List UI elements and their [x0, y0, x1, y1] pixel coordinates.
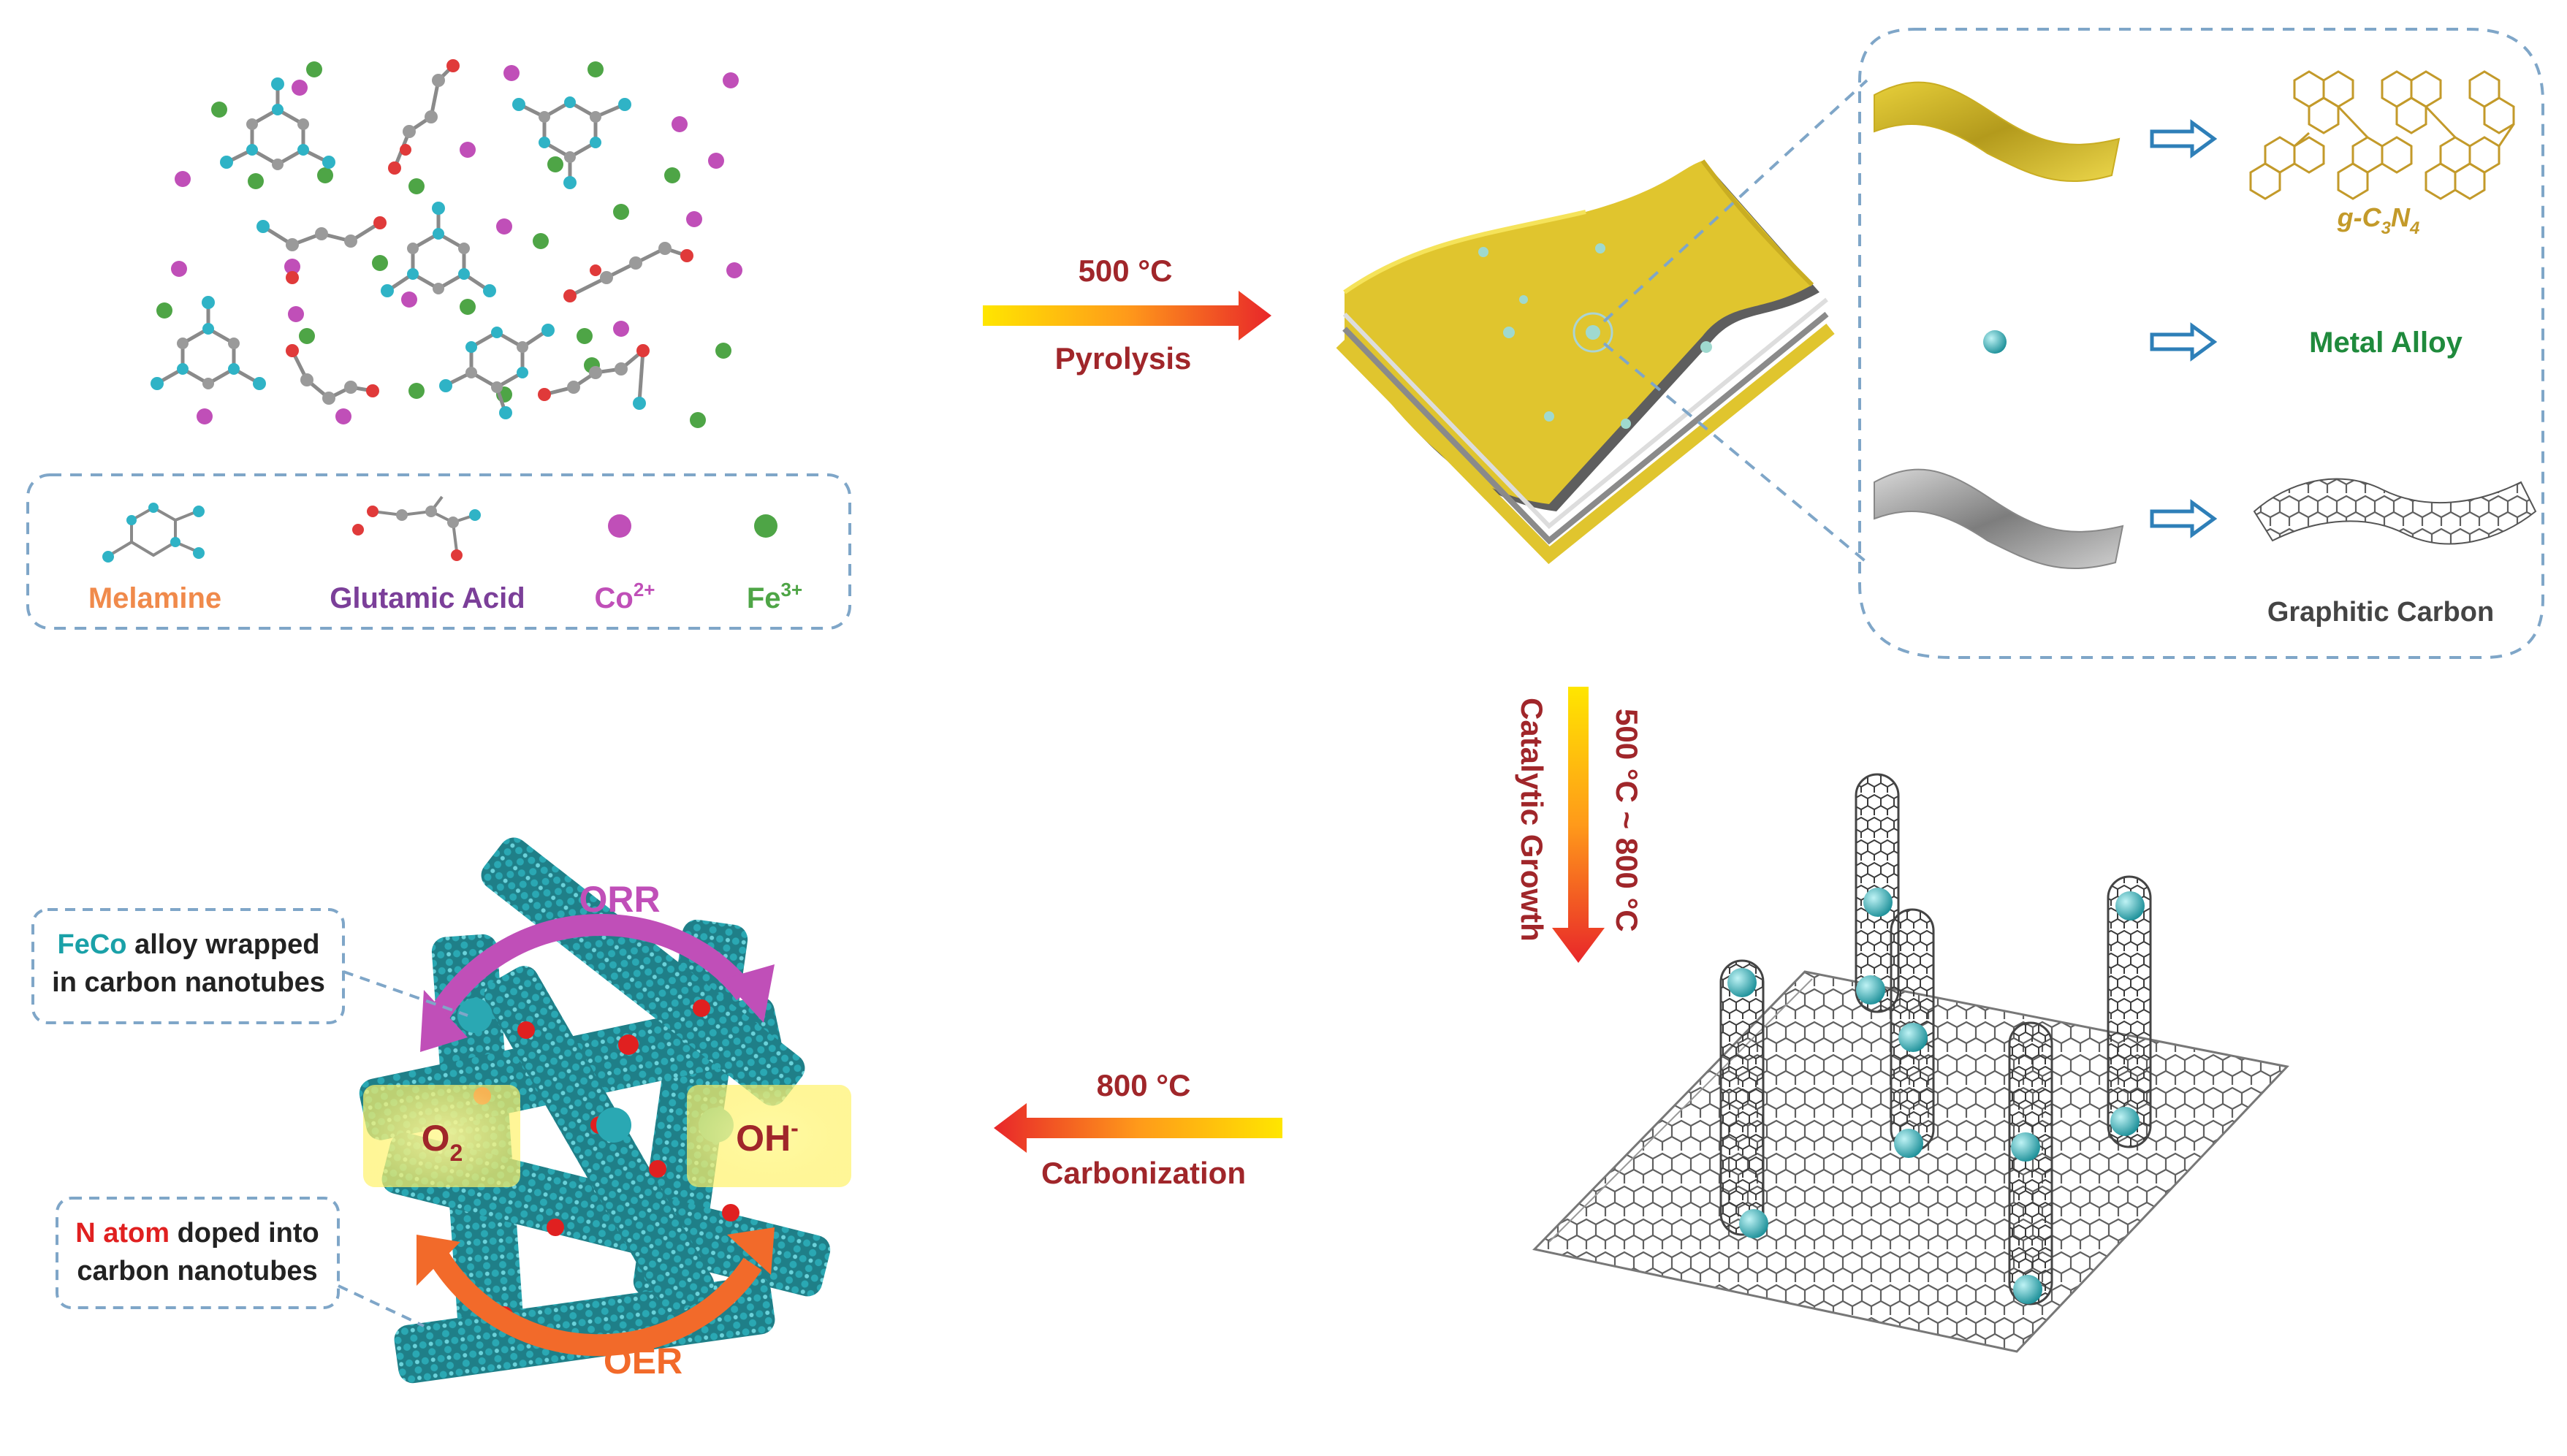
melamine-molecule-5 — [439, 324, 555, 419]
oh-label: OH- — [736, 1115, 799, 1159]
glutamic-chain-1 — [388, 59, 460, 175]
catalytic-growth-step: Catalytic Growth 500 °C ~ 800 °C — [1515, 687, 1644, 963]
arrow-to-metal-alloy — [2150, 322, 2218, 362]
o2-label: O2 — [422, 1118, 463, 1166]
orr-arrow — [429, 914, 754, 1021]
gcn-structure — [2249, 70, 2515, 200]
nanotube-forest — [1532, 773, 2289, 1353]
oer-arrow — [429, 1250, 762, 1357]
graphitic-carbon-label: Graphitic Carbon — [2267, 597, 2494, 628]
feco-callout: FeCo alloy wrapped in carbon nanotubes — [31, 908, 468, 1024]
glutamic-chain-4 — [286, 344, 379, 405]
nanotube-4 — [2008, 1021, 2053, 1306]
glutamic-acid-label: Glutamic Acid — [330, 582, 525, 614]
o2-highlight — [363, 1085, 520, 1187]
pyrolysis-step: 500 °C Pyrolysis — [983, 254, 1271, 376]
carbonization-temperature: 800 °C — [1097, 1068, 1191, 1102]
feco-cnt-product: O2 OH- ORR OER — [359, 837, 851, 1384]
arrow-to-gcn — [2150, 119, 2218, 159]
melamine-molecule-3 — [381, 202, 496, 297]
feco-callout-line2: in carbon nanotubes — [52, 967, 325, 998]
components-panel: g-C3N4 Metal Alloy Graphitic Carbon — [1858, 28, 2544, 659]
nanotube-5 — [2107, 875, 2152, 1148]
precursor-mixture — [151, 59, 742, 428]
n-atom-callout-line1: N atom doped into — [75, 1218, 319, 1249]
nanotube-3 — [1890, 908, 1935, 1158]
graphitic-mesh — [2253, 478, 2537, 545]
iron-ion-label: Fe3+ — [747, 579, 802, 614]
pyrolysis-temperature: 500 °C — [1079, 254, 1173, 288]
melamine-legend-icon — [102, 503, 205, 563]
glutamic-chain-5 — [538, 344, 650, 410]
iron-legend-icon — [754, 514, 777, 538]
melamine-molecule-1 — [220, 77, 335, 170]
cobalt-legend-icon — [608, 514, 631, 538]
oh-highlight — [687, 1085, 851, 1187]
feco-callout-line1: FeCo alloy wrapped — [58, 929, 320, 960]
n-atom-callout-line2: carbon nanotubes — [77, 1256, 317, 1287]
catalytic-growth-temperature: 500 °C ~ 800 °C — [1610, 709, 1644, 932]
precursor-legend: Melamine Glutamic Acid Co2+ Fe3+ — [26, 473, 851, 630]
metal-alloy-label: Metal Alloy — [2309, 327, 2463, 359]
arrow-to-graphitic-carbon — [2150, 499, 2218, 538]
pyrolysis-arrow — [983, 291, 1271, 340]
melamine-molecule-2 — [512, 96, 631, 189]
nanotube-2 — [1855, 773, 1900, 1013]
pyrolysis-label: Pyrolysis — [1055, 341, 1192, 376]
glutamic-chain-2 — [256, 216, 387, 284]
carbonization-label: Carbonization — [1041, 1156, 1246, 1190]
gcn-label: g-C3N4 — [2337, 202, 2420, 238]
zoom-line-top — [1602, 79, 1868, 323]
carbonization-step: 800 °C Carbonization — [994, 1068, 1282, 1190]
n-atom-callout: N atom doped into carbon nanotubes — [56, 1197, 425, 1327]
catalytic-growth-label: Catalytic Growth — [1515, 698, 1549, 942]
oer-label: OER — [604, 1341, 682, 1381]
cobalt-ion-label: Co2+ — [595, 579, 655, 614]
ion-scatter — [156, 61, 742, 428]
gcn-sheet — [1874, 81, 2121, 183]
melamine-label: Melamine — [88, 582, 221, 614]
catalytic-growth-arrow — [1552, 687, 1605, 963]
orr-label: ORR — [579, 879, 660, 920]
zoom-line-bottom — [1602, 342, 1868, 564]
carbonization-arrow — [994, 1103, 1282, 1153]
nanotube-1 — [1719, 959, 1768, 1238]
metal-alloy-particle — [1983, 330, 2007, 354]
glutamic-chain-3 — [563, 242, 693, 302]
melamine-molecule-4 — [151, 296, 266, 390]
graphitic-sheet — [1874, 468, 2124, 570]
glutamic-legend-icon — [352, 495, 481, 561]
layered-sheet-intermediate — [1336, 159, 1835, 565]
